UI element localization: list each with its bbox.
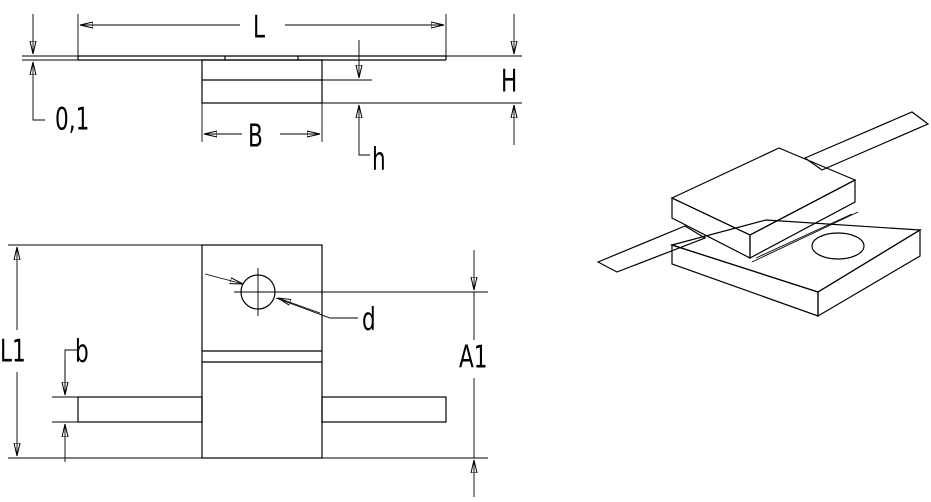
- dimension-L: L: [80, 10, 444, 46]
- side-view: [22, 14, 522, 142]
- dimension-B: B: [204, 119, 320, 155]
- label-d: d: [362, 302, 376, 338]
- label-H: H: [501, 64, 517, 100]
- dimension-A1: A1: [459, 250, 488, 497]
- dimension-offset: 0,1: [33, 14, 89, 138]
- dimension-d: d: [204, 273, 376, 338]
- dimension-h: h: [359, 40, 386, 178]
- isometric-view: [596, 111, 930, 318]
- label-B: B: [248, 119, 263, 155]
- label-offset: 0,1: [55, 102, 89, 138]
- label-A1: A1: [459, 340, 488, 376]
- label-L: L: [253, 10, 265, 46]
- dimension-L1: L1: [0, 247, 26, 456]
- dimension-H: H: [501, 14, 517, 145]
- dimension-b: b: [65, 334, 89, 462]
- plan-view: [8, 244, 488, 459]
- label-h: h: [372, 142, 386, 178]
- label-L1: L1: [0, 334, 26, 370]
- label-b: b: [75, 334, 89, 370]
